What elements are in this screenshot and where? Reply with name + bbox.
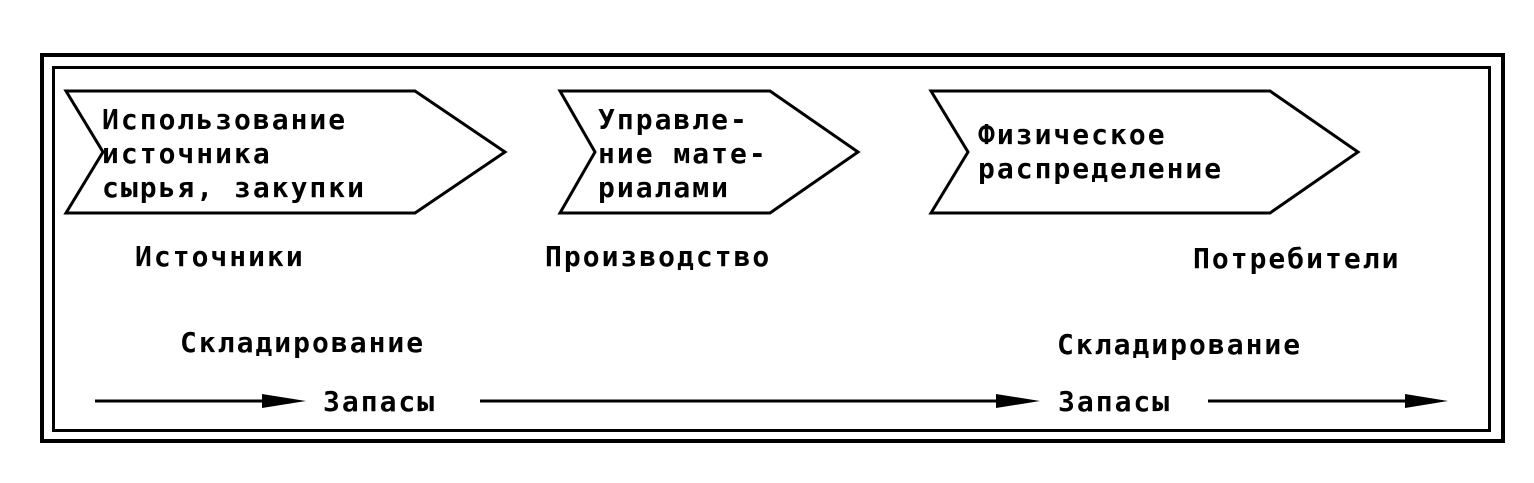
warehousing-label-right: Складирование [1057, 328, 1303, 361]
stocks-label-left: Запасы [323, 385, 437, 418]
stage-chevron-materials [557, 89, 861, 215]
stage-label-materials: Управле- ние мате- риалами [598, 103, 768, 205]
stage-label-line: Управле- [598, 103, 749, 136]
stage-chevron-procurement [63, 89, 508, 215]
stage-chevron-distribution [928, 89, 1361, 215]
diagram-inner-frame [52, 66, 1491, 432]
diagram-outer-frame [40, 53, 1505, 443]
stocks-label-right: Запасы [1058, 385, 1172, 418]
node-label-consumers: Потребители [1193, 242, 1401, 275]
warehousing-label-left: Складирование [180, 326, 426, 359]
stage-label-line: сырья, закупки [102, 171, 367, 204]
stage-label-distribution: Физическое распределение [978, 118, 1223, 186]
node-label-production: Производство [545, 240, 772, 273]
stage-label-line: ние мате- [598, 137, 768, 170]
stage-label-line: Физическое [978, 118, 1167, 151]
flow-arrowhead-3 [1405, 394, 1448, 408]
stage-label-line: источника [102, 137, 272, 170]
flow-arrowhead-1 [262, 394, 306, 408]
stage-label-line: распределение [978, 152, 1224, 185]
node-label-sources: Источники [135, 240, 305, 273]
flow-arrowhead-2 [996, 394, 1040, 408]
stage-label-line: риалами [598, 171, 731, 204]
stage-label-line: Использование [102, 103, 348, 136]
stage-label-procurement: Использование источника сырья, закупки [102, 103, 366, 205]
